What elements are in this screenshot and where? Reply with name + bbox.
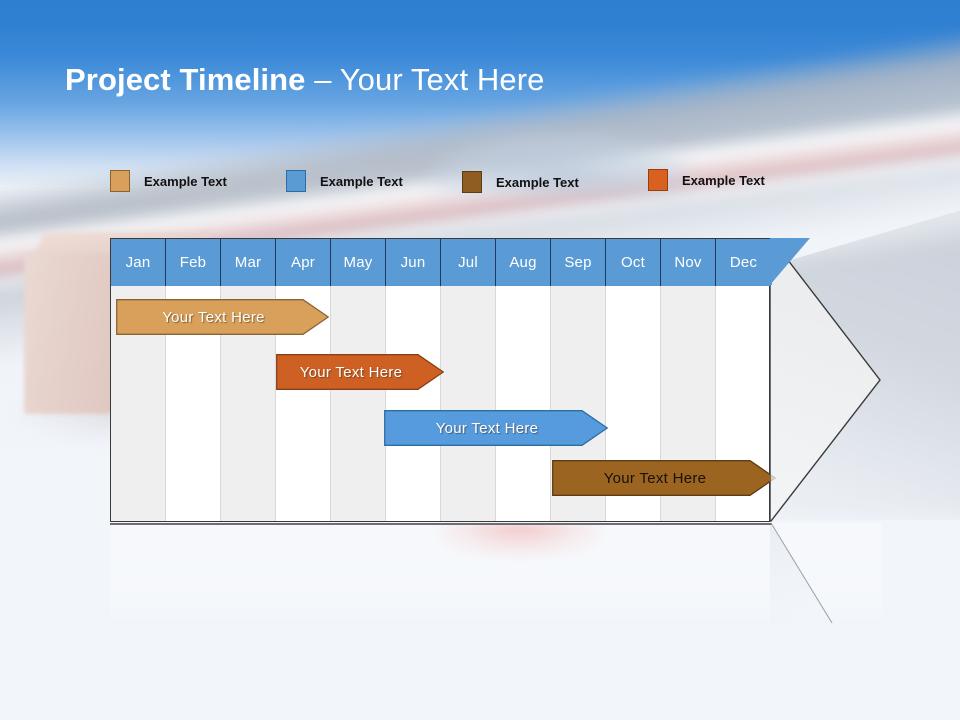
legend-label-4: Example Text bbox=[682, 172, 765, 188]
month-header-feb[interactable]: Feb bbox=[166, 239, 221, 286]
legend-swatch-4 bbox=[648, 169, 668, 191]
page-title-light: – Your Text Here bbox=[305, 62, 545, 97]
month-header-aug[interactable]: Aug bbox=[496, 239, 551, 286]
timeline-column-jan bbox=[111, 239, 166, 521]
legend-swatch-3 bbox=[462, 171, 482, 193]
timeline-column-mar bbox=[221, 239, 276, 521]
timeline-column-jul bbox=[441, 239, 496, 521]
month-header-mar[interactable]: Mar bbox=[221, 239, 276, 286]
month-header-sep[interactable]: Sep bbox=[551, 239, 606, 286]
timeline-column-aug bbox=[496, 239, 551, 521]
timeline-bar-label-3: Your Text Here bbox=[435, 419, 539, 437]
month-header-may[interactable]: May bbox=[331, 239, 386, 286]
timeline-bar-label-1: Your Text Here bbox=[162, 308, 265, 326]
legend-item-1[interactable]: Example Text bbox=[110, 170, 227, 192]
legend-item-4[interactable]: Example Text bbox=[648, 169, 765, 191]
timeline-column-oct bbox=[606, 239, 661, 521]
page-title-strong: Project Timeline bbox=[65, 62, 306, 97]
legend-item-2[interactable]: Example Text bbox=[286, 170, 403, 192]
timeline-bar-label-4: Your Text Here bbox=[603, 469, 707, 487]
timeline-bar-1[interactable]: Your Text Here bbox=[116, 299, 329, 335]
timeline-column-jun bbox=[386, 239, 441, 521]
timeline-bar-label-2: Your Text Here bbox=[299, 363, 403, 381]
month-header-nov[interactable]: Nov bbox=[661, 239, 716, 286]
timeline-bar-shape-2 bbox=[276, 354, 444, 390]
page-title: Project Timeline – Your Text Here bbox=[65, 58, 544, 102]
timeline-arrow-head bbox=[770, 238, 882, 522]
timeline-bar-shape-4 bbox=[552, 460, 776, 496]
timeline-bar-3[interactable]: Your Text Here bbox=[384, 410, 608, 446]
month-header-jan[interactable]: Jan bbox=[111, 239, 166, 286]
month-header-jul[interactable]: Jul bbox=[441, 239, 496, 286]
timeline-bar-shape-3 bbox=[384, 410, 608, 446]
timeline-column-feb bbox=[166, 239, 221, 521]
month-header-dec[interactable]: Dec bbox=[716, 239, 771, 286]
month-header-oct[interactable]: Oct bbox=[606, 239, 661, 286]
timeline-bar-4[interactable]: Your Text Here bbox=[552, 460, 776, 496]
month-header-apr[interactable]: Apr bbox=[276, 239, 331, 286]
legend-label-2: Example Text bbox=[320, 173, 403, 189]
legend-item-3[interactable]: Example Text bbox=[462, 171, 579, 193]
legend-label-1: Example Text bbox=[144, 173, 227, 189]
legend-swatch-2 bbox=[286, 170, 306, 192]
timeline-bar-2[interactable]: Your Text Here bbox=[276, 354, 444, 390]
timeline-bar-shape-1 bbox=[116, 299, 329, 335]
legend-label-3: Example Text bbox=[496, 174, 579, 190]
month-header-jun[interactable]: Jun bbox=[386, 239, 441, 286]
legend-swatch-1 bbox=[110, 170, 130, 192]
